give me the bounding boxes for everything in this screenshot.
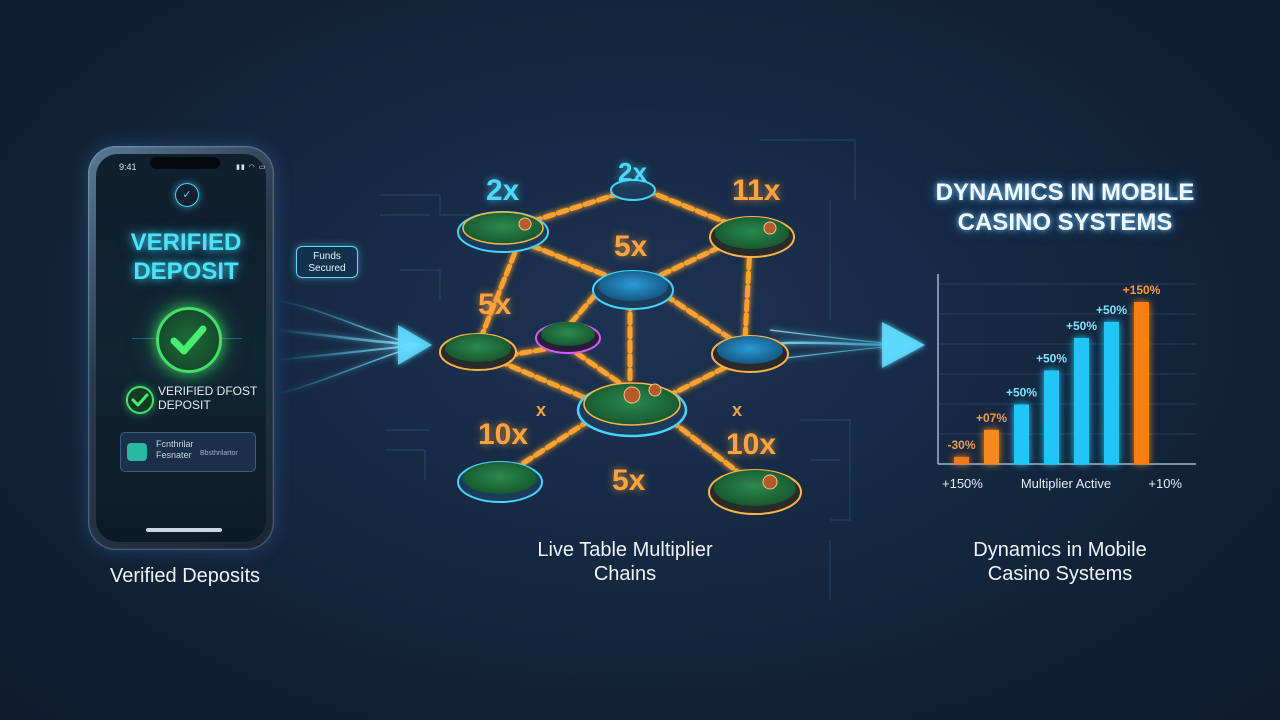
multiplier-label: 10x: [726, 428, 777, 461]
check-icon: [170, 325, 207, 355]
bar: [954, 456, 969, 464]
multiplier-label: 5x: [612, 464, 646, 497]
status-icons: ▮▮ ◠ ▭: [236, 164, 267, 171]
app-logo-icon[interactable]: ✓: [175, 183, 199, 207]
bar-label: +50%: [1096, 303, 1127, 317]
phone-notch: [150, 157, 220, 169]
table-top-left: [457, 211, 549, 253]
axis-label-right: +10%: [1148, 476, 1182, 491]
multiplier-label: 5x: [614, 230, 648, 263]
table-top-right: [709, 216, 795, 258]
axis-label-center: Multiplier Active: [1021, 476, 1111, 491]
bar: [1134, 302, 1149, 464]
axis-label-left: +150%: [942, 476, 983, 491]
casino-tables: [439, 179, 802, 515]
multiplier-label: 11x: [732, 174, 781, 207]
caption-right: Dynamics in Mobile Casino Systems: [973, 539, 1147, 585]
caption-center: Live Table Multiplier Chains: [537, 539, 713, 585]
table-center-top: [592, 270, 674, 310]
bar-label: +50%: [1036, 351, 1067, 365]
left-data-stream: [274, 299, 432, 396]
bar: [984, 429, 999, 464]
multiplier-label: 2x: [618, 157, 647, 187]
bar-chart: -30%+07% +50% +50% +50% +50% +150% +150% Multip…: [937, 274, 1196, 491]
bar-label: -30%: [947, 438, 975, 452]
bar: [1044, 370, 1059, 464]
multiplier-label: 2x: [486, 174, 520, 207]
headline: DYNAMICS IN MOBILE CASINO SYSTEMS: [935, 179, 1195, 236]
card-icon: [127, 443, 147, 461]
table-bottom-right: [708, 469, 802, 515]
multiplier-label: 10x: [478, 418, 529, 451]
bar-label: +50%: [1066, 319, 1097, 333]
table-center-main: [576, 382, 688, 438]
bar-label: +07%: [976, 411, 1007, 425]
bar: [1104, 321, 1119, 464]
check-icon-circle: [156, 307, 222, 373]
table-bottom-left: [457, 461, 543, 503]
caption-left: Verified Deposits: [109, 565, 261, 587]
home-indicator[interactable]: [146, 528, 222, 532]
x-mark: x: [536, 400, 547, 420]
card-subtext: Bbsthrilartor: [200, 450, 238, 457]
funds-secured-badge: Funds Secured: [296, 246, 358, 278]
check-small-glyph: [131, 393, 149, 407]
card-text: Fcnthrilar Fesnater: [156, 439, 194, 460]
bar-label: +150%: [1123, 283, 1161, 297]
table-top-center: [610, 179, 656, 201]
circuit-lines: [380, 139, 856, 600]
table-left: [439, 333, 517, 371]
bar: [1014, 404, 1029, 464]
multiplier-label: 5x: [478, 288, 512, 321]
check-small-icon: [126, 386, 154, 414]
bar: [1074, 338, 1089, 464]
verified-deposit-title: VERIFIED DEPOSIT: [130, 229, 242, 285]
table-left-center: [535, 322, 601, 354]
x-mark: x: [732, 400, 743, 420]
bar-label: +50%: [1006, 386, 1037, 400]
verified-status-text: VERIFIED DFOST DEPOSIT: [158, 384, 258, 412]
status-time: 9:41: [119, 162, 137, 172]
table-right: [711, 335, 789, 373]
